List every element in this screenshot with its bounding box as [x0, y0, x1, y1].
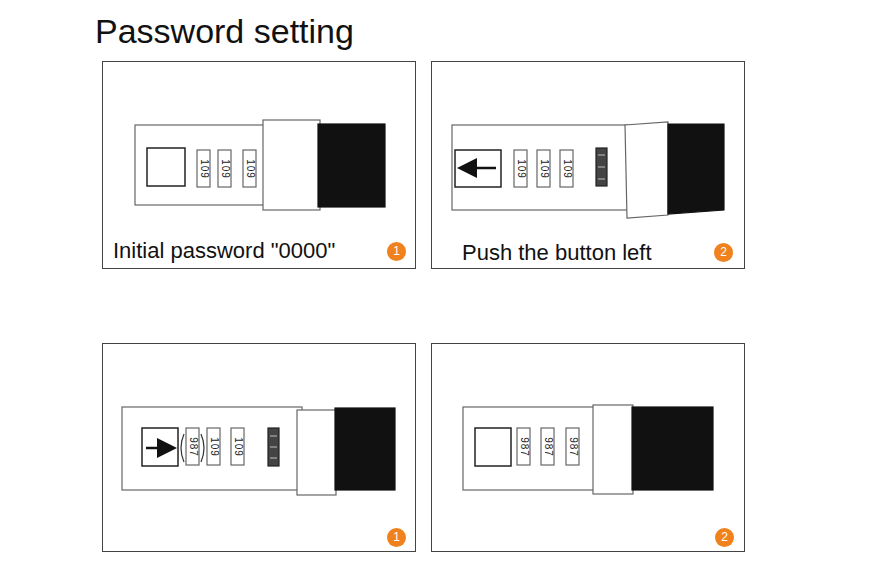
step-caption: Push the button left [462, 240, 652, 266]
callout-number: 1 [387, 528, 406, 547]
dial-digits: 109 [516, 159, 526, 179]
diagram-title: Password setting [95, 12, 354, 51]
callout-number: 2 [715, 528, 734, 547]
dial-digits: 109 [245, 159, 255, 179]
dial-digits: 987 [519, 437, 529, 457]
dial-digits: 987 [568, 437, 578, 457]
dial-digits: 109 [539, 159, 549, 179]
callout-number: 1 [387, 242, 406, 261]
dial-digits: 109 [562, 159, 572, 179]
step-caption: Initial password "0000" [113, 238, 335, 264]
dial-digits: 987 [543, 437, 553, 457]
dial-digits: 109 [233, 437, 243, 457]
callout-number: 2 [714, 243, 733, 262]
step-panel: Initial password "0000" 1 [102, 61, 416, 269]
dial-digits: 109 [220, 159, 230, 179]
dial-digits: 109 [199, 159, 209, 179]
step-panel: 2 [431, 343, 745, 552]
step-panel: 1 [102, 343, 416, 552]
dial-digits: 109 [209, 437, 219, 457]
step-panel: Push the button left 2 [431, 61, 745, 269]
dial-digits: 987 [188, 437, 198, 457]
